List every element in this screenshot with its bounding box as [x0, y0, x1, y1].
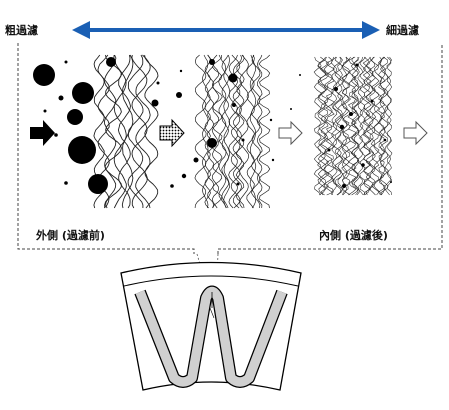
- fiber-strand: [370, 56, 380, 196]
- fiber-strand: [131, 54, 148, 209]
- fiber-strand: [256, 54, 263, 209]
- fiber-strand: [386, 56, 393, 196]
- outline-arrow-icon: [403, 120, 428, 146]
- pleated-filter-cross-section: [120, 261, 302, 391]
- magnified-view-border: [17, 43, 443, 254]
- fiber-strand: [258, 54, 271, 209]
- fiber-strand: [362, 56, 371, 196]
- fiber-strand: [135, 54, 151, 209]
- fiber-strand: [144, 54, 159, 209]
- fiber-strand: [379, 56, 386, 196]
- fiber-strand: [347, 56, 358, 196]
- fiber-strand: [117, 54, 131, 209]
- fiber-strand: [207, 54, 215, 209]
- fiber-strand: [249, 54, 257, 209]
- fiber-strand: [377, 56, 386, 196]
- fiber-strand: [323, 56, 333, 196]
- fiber-strand: [336, 56, 343, 196]
- fiber-strand: [384, 56, 392, 196]
- fiber-strand: [228, 54, 239, 209]
- fiber-strand: [319, 56, 330, 196]
- fiber-strand: [211, 54, 220, 209]
- fiber-strand: [351, 56, 359, 196]
- fiber-strand: [365, 56, 375, 196]
- fine-fiber-layer: [313, 56, 393, 196]
- coarse-fiber-layer: [93, 54, 159, 209]
- fiber-strand: [353, 56, 361, 196]
- fiber-strand: [239, 54, 250, 209]
- fiber-strand: [317, 56, 328, 196]
- fiber-strand: [373, 56, 383, 196]
- fiber-strand: [113, 54, 127, 209]
- fine-particles: [290, 63, 392, 188]
- fiber-strand: [121, 54, 134, 209]
- fiber-strand: [331, 56, 338, 196]
- fiber-strand: [235, 54, 245, 209]
- coarse-to-fine-arrow: [72, 21, 380, 39]
- large-particles: [33, 57, 116, 194]
- fiber-strand: [368, 56, 377, 196]
- fiber-strand: [246, 54, 255, 209]
- medium-particles: [151, 59, 275, 188]
- fiber-strand: [201, 54, 209, 209]
- fiber-strand: [341, 56, 352, 196]
- outline-arrow-icon: [278, 120, 303, 146]
- fiber-strand: [359, 56, 366, 196]
- fine-filtration-label: 細過濾: [386, 24, 419, 37]
- fiber-strand: [313, 56, 322, 196]
- fiber-strand: [232, 54, 243, 209]
- fiber-strand: [357, 56, 364, 196]
- inner-side-label: 內側 (過濾後): [319, 229, 388, 242]
- medium-fiber-layer: [194, 54, 271, 209]
- dotted-arrow-icon: [159, 118, 185, 148]
- fiber-strand: [218, 54, 227, 209]
- fiber-strand: [127, 54, 144, 208]
- fiber-strand: [251, 54, 261, 209]
- coarse-filtration-label: 粗過濾: [5, 24, 38, 37]
- fiber-strand: [104, 54, 117, 209]
- fiber-strand: [194, 54, 207, 209]
- outer-side-label: 外側 (過濾前): [36, 229, 105, 242]
- fiber-strand: [204, 54, 211, 209]
- fiber-strand: [362, 56, 372, 196]
- fiber-strand: [223, 54, 231, 209]
- solid-arrow-icon: [30, 120, 55, 146]
- fiber-strand: [221, 54, 230, 209]
